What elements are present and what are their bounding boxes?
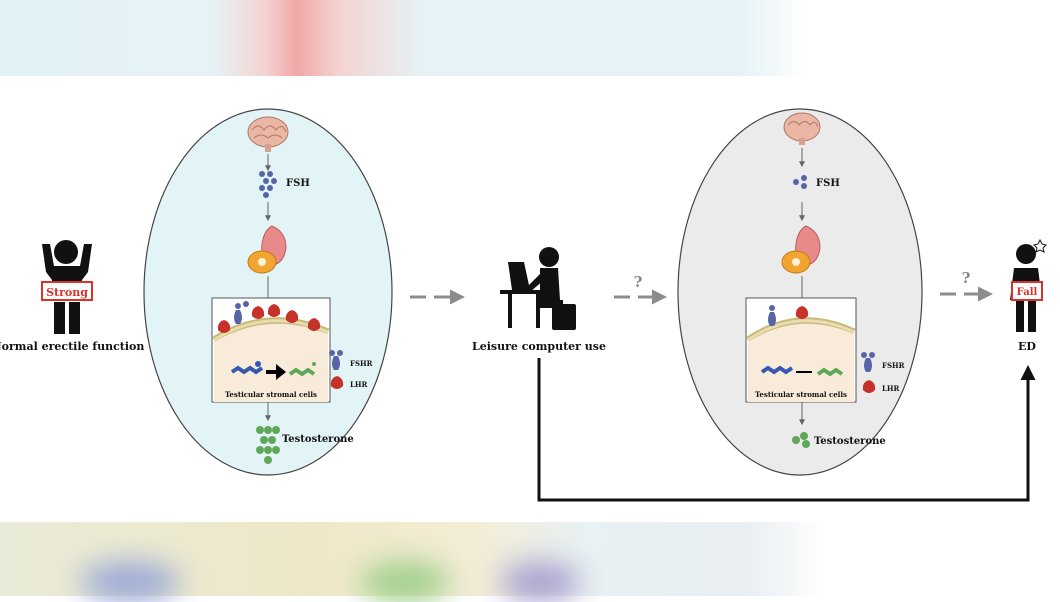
direct-path-arrow: [537, 358, 1036, 502]
strong-badge-text: Strong: [46, 286, 88, 299]
blur-blob: [500, 562, 580, 602]
right-cell-label: Testicular stromal cells: [755, 390, 847, 399]
fshr-legend-label: FSHR: [350, 359, 373, 368]
conversion-arrow-bold: [266, 364, 286, 380]
cholesterol-molecule-icon: [230, 361, 264, 375]
fsh-label: FSH: [286, 178, 310, 189]
left-receptors: [217, 301, 321, 333]
normal-erectile-function-label: Normal erectile function: [0, 340, 144, 353]
fshr-legend-label: FSHR: [882, 361, 905, 370]
computer-user-icon: [500, 247, 576, 330]
ed-label: ED: [1018, 340, 1036, 353]
brain-icon: [783, 112, 821, 145]
top-decorative-band: [0, 0, 1060, 76]
testosterone-molecule-icon: [288, 362, 316, 377]
lhr-legend-label: LHR: [882, 384, 900, 393]
question-mark-2: ?: [962, 269, 971, 287]
fsh-molecules-icon: [793, 175, 807, 189]
blur-blob: [80, 562, 180, 602]
fsh-molecules-icon: [259, 171, 277, 198]
brain-icon: [247, 116, 289, 152]
question-mark-1: ?: [634, 273, 643, 291]
fall-badge: Fall: [1011, 281, 1043, 301]
testis-icon: [781, 225, 821, 274]
left-ellipse-panel: FSH: [143, 108, 393, 476]
right-cell-interior: [748, 323, 854, 402]
fshr-legend-icon: [329, 350, 343, 370]
cholesterol-molecule-icon: [760, 365, 794, 375]
lhr-legend-label: LHR: [350, 380, 368, 389]
testosterone-molecules-icon: [792, 432, 810, 448]
right-receptors: [768, 305, 809, 326]
fall-badge-text: Fall: [1017, 287, 1038, 298]
leisure-computer-use-label: Leisure computer use: [472, 340, 606, 353]
left-cell-interior: [214, 323, 328, 402]
lhr-legend-icon: [330, 376, 344, 389]
blur-blob: [360, 562, 450, 602]
right-ellipse: [677, 108, 923, 476]
bottom-decorative-band: [0, 522, 1060, 602]
right-ellipse-panel: FSH Testicular stromal cells FSHR: [677, 108, 923, 476]
testosterone-label: Testosterone: [814, 436, 886, 447]
fsh-label: FSH: [816, 178, 840, 189]
lhr-legend-icon: [862, 380, 876, 393]
testosterone-molecule-icon: [816, 367, 844, 377]
left-cell-label: Testicular stromal cells: [225, 390, 317, 399]
testis-icon: [247, 225, 287, 274]
testosterone-molecules-icon: [256, 426, 280, 464]
fshr-legend-icon: [861, 352, 875, 372]
strong-badge: Strong: [41, 281, 93, 301]
testosterone-label: Testosterone: [282, 434, 354, 445]
dizzy-star-icon: [1033, 238, 1047, 253]
